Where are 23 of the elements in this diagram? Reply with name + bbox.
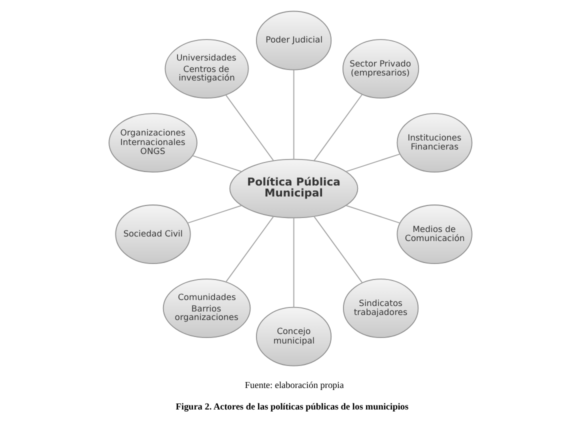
node-ellipse: Sindicatos trabajadores	[342, 278, 418, 338]
connector	[312, 216, 362, 284]
node-ellipse: Instituciones Financieras	[396, 113, 472, 173]
caption: Figura 2. Actores de las políticas públicas de los municipios	[175, 401, 408, 412]
connector	[224, 94, 274, 162]
node-ellipse: Medios de Comunicación	[396, 204, 472, 264]
node-ellipse: Sector Privado (empresarios)	[342, 39, 419, 99]
connector	[345, 205, 400, 224]
connector	[224, 216, 274, 282]
node-ellipse: Sociedad Civil	[114, 204, 190, 264]
connector	[312, 94, 362, 162]
node-ellipse: Poder Judicial	[255, 10, 332, 70]
connector	[192, 155, 242, 172]
node-ellipse: Organizaciones Internacionales ONGS	[108, 113, 197, 173]
connector	[186, 205, 242, 224]
label: Fuente: elaboración propia	[244, 380, 344, 390]
connector	[345, 154, 400, 172]
node-ellipse: Política Pública Municipal	[228, 158, 358, 218]
connector	[292, 218, 294, 308]
connector	[292, 69, 294, 160]
node-ellipse: Universidades Centros de investigación	[164, 39, 248, 99]
node-ellipse: Concejo municipal	[255, 306, 332, 366]
node-ellipse: Comunidades Barrios organizaciones	[162, 278, 250, 338]
